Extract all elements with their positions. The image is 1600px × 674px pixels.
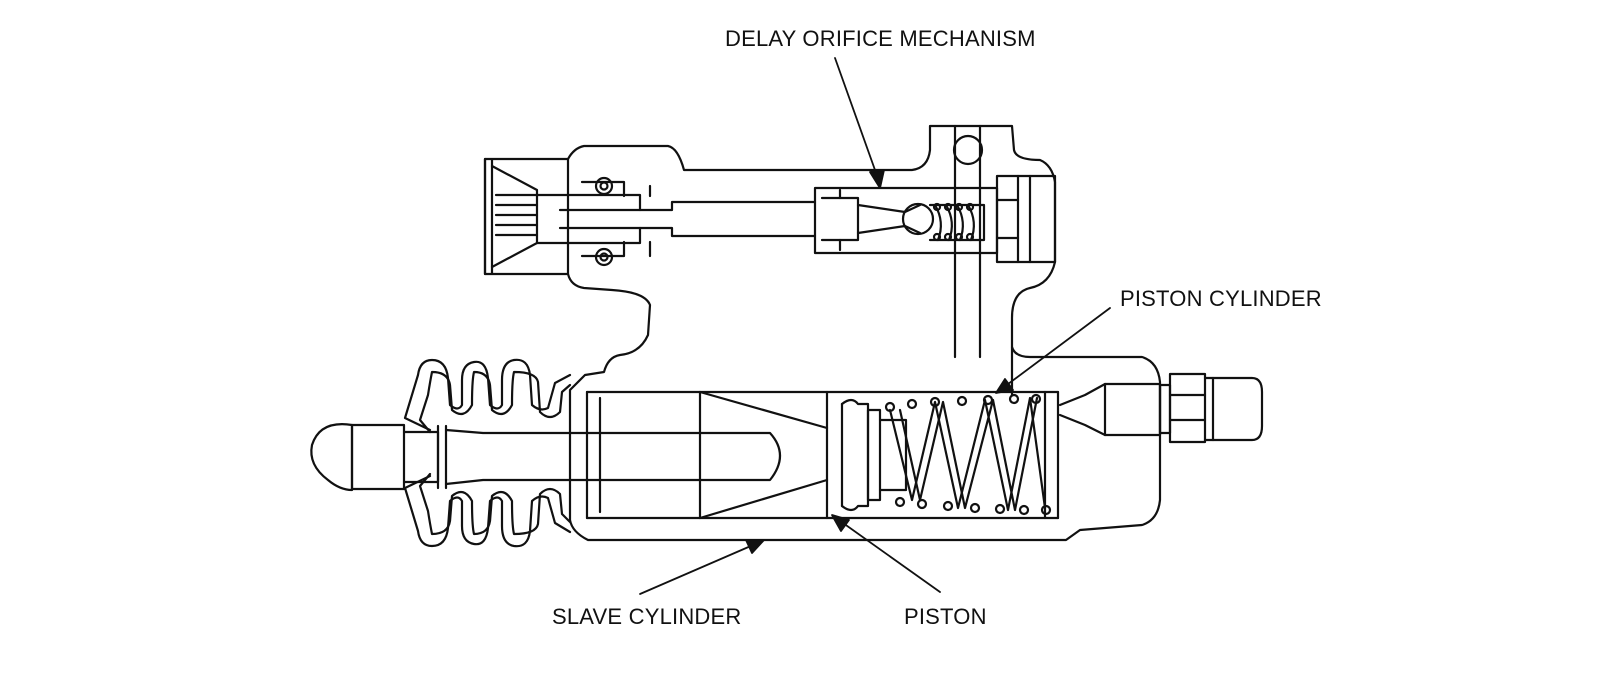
arrowhead-slave-cylinder [745,539,765,554]
rubber-boot [403,358,572,548]
leader-delay-orifice [834,57,881,185]
delay-orifice-mechanism [813,174,1057,264]
upper-passage [535,176,817,267]
arrowhead-piston-cylinder [995,378,1014,394]
label-piston-cylinder: PISTON CYLINDER [1120,286,1322,311]
bleeder-fitting [1058,372,1264,444]
label-delay-orifice-mechanism: DELAY ORIFICE MECHANISM [725,26,1036,51]
piston [840,398,908,512]
leader-lines [639,57,1111,595]
leader-slave-cylinder [639,541,761,595]
upper-housing [483,124,1162,542]
return-spring [884,390,1060,520]
label-slave-cylinder: SLAVE CYLINDER [552,604,742,629]
arrowhead-piston [831,514,850,532]
slave-cylinder-bore [585,390,1060,520]
label-piston: PISTON [904,604,987,629]
pushrod [310,423,782,492]
leader-piston-cylinder [999,307,1111,391]
arrowhead-delay-orifice [869,169,885,189]
leader-piston [835,517,941,593]
